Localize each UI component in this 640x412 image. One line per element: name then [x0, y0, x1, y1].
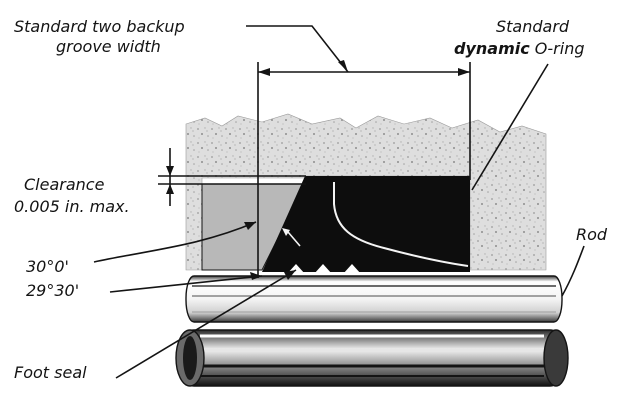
label-oring-line1: Standard: [496, 17, 570, 36]
label-angle-line1: 30°0': [26, 257, 69, 276]
angle-leader-2930: [109, 275, 263, 293]
oring-leader: [471, 63, 549, 191]
angle-leader-30: [93, 221, 257, 263]
label-oring-rest: O-ring: [530, 39, 585, 58]
foot-seal-tooth-2: [314, 264, 332, 274]
label-clearance-line1: Clearance: [24, 175, 105, 194]
rod-lower: [177, 329, 567, 387]
label-backup-groove-line2: groove width: [56, 37, 161, 56]
rod-leader: [561, 245, 585, 297]
label-backup-groove-line1: Standard two backup: [14, 17, 185, 36]
rod-upper: [185, 275, 563, 323]
label-rod: Rod: [576, 225, 608, 244]
label-angle-line2: 29°30': [26, 281, 79, 300]
oring-flow-curve: [333, 182, 469, 267]
foot-seal-leader: [115, 269, 297, 379]
rod-end-right: [543, 329, 569, 387]
label-foot-seal: Foot seal: [14, 363, 87, 382]
dynamic-oring: [262, 176, 470, 272]
foot-seal-tooth-3: [343, 264, 361, 274]
label-oring-line2: dynamic O-ring: [454, 39, 585, 58]
label-oring-dynamic: dynamic: [454, 39, 530, 58]
backup-groove-leader: [246, 25, 349, 73]
label-clearance-line2: 0.005 in. max.: [14, 197, 130, 216]
